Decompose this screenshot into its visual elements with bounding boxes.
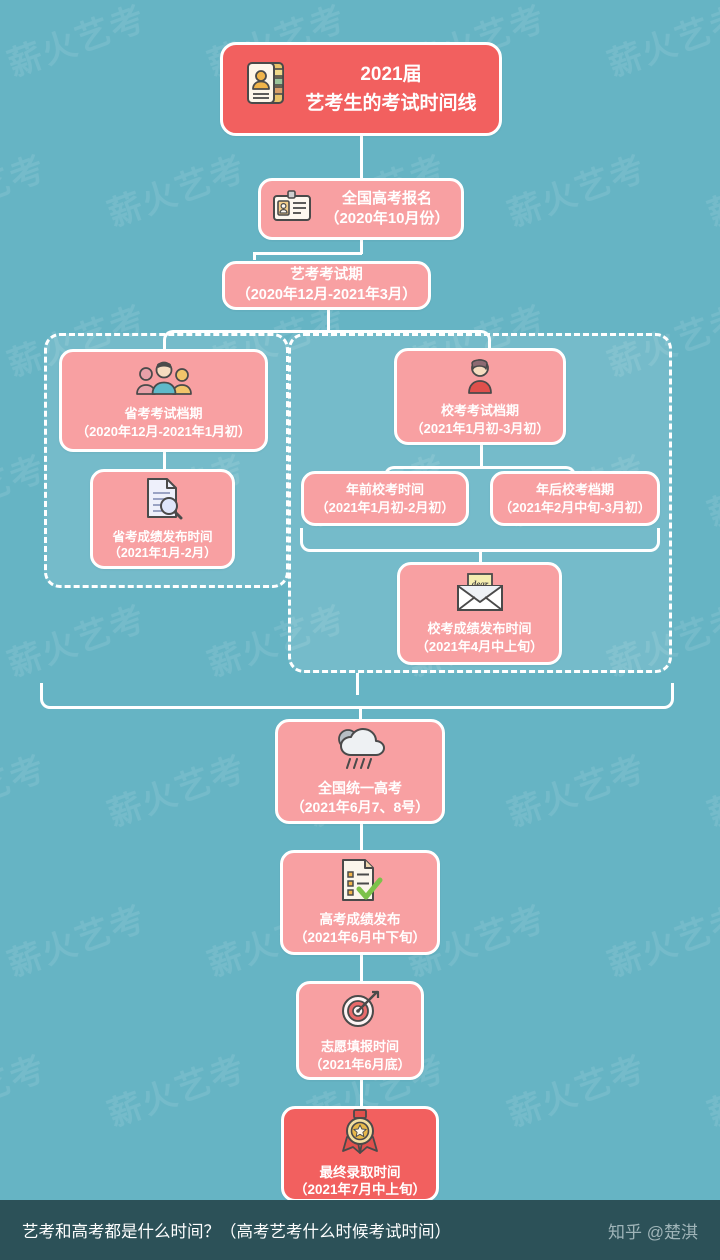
node-gaokao-result-subtitle: （2021年6月中下旬）	[293, 929, 427, 945]
connector-school-group-down	[356, 673, 359, 695]
node-province-exam: 省考考试档期 （2020年12月-2021年1月初）	[59, 349, 268, 452]
caption-question: 艺考和高考都是什么时间？（高考艺考什么时候考试时间）	[22, 1223, 451, 1241]
id-card-icon	[272, 190, 312, 228]
node-province-result-subtitle: （2021年1月-2月）	[108, 546, 217, 561]
connector-province-exam-result	[163, 452, 166, 469]
connector-into-art-period	[253, 252, 256, 260]
node-school-exam-title: 校考考试档期	[440, 403, 519, 419]
connector-groups-merge	[40, 683, 674, 709]
node-school-exam: 校考考试档期 （2021年1月初-3月初）	[394, 348, 566, 445]
connector-merge-to-gaokao	[358, 707, 362, 721]
node-admission: 最终录取时间 （2021年7月中上旬）	[281, 1106, 439, 1202]
connector-result-application	[359, 955, 363, 981]
connector-gaokao-result	[359, 824, 363, 850]
header-subtitle: 艺考生的考试时间线	[305, 92, 477, 114]
node-admission-subtitle: （2021年7月中上旬）	[293, 1182, 427, 1198]
connector-branch-split	[163, 330, 491, 356]
header-card: 2021届 艺考生的考试时间线	[220, 42, 502, 136]
connector-registration-down	[359, 240, 363, 254]
connector-school-exam-down	[479, 445, 483, 468]
node-registration-subtitle: （2020年10月份）	[324, 210, 450, 227]
node-province-exam-subtitle: （2020年12月-2021年1月初）	[76, 423, 251, 439]
node-gaokao-result-title: 高考成绩发布	[319, 912, 401, 928]
node-gaokao-result: 高考成绩发布 （2021年6月中下旬）	[280, 850, 440, 955]
node-art-exam-period-title: 艺考考试期	[290, 267, 363, 284]
caption-bar: 艺考和高考都是什么时间？（高考艺考什么时候考试时间） 知乎 @楚淇	[0, 1200, 720, 1260]
caption-attribution: 知乎 @楚淇	[608, 1222, 698, 1242]
node-province-result: 省考成绩发布时间 （2021年1月-2月）	[90, 469, 235, 569]
node-school-after-newyear: 年后校考档期 （2021年2月中旬-3月初）	[490, 471, 660, 526]
student-person-icon	[463, 356, 497, 398]
header-title: 2021届	[360, 64, 422, 86]
node-gaokao-title: 全国统一高考	[318, 780, 402, 797]
node-art-exam-period: 艺考考试期 （2020年12月-2021年3月）	[222, 261, 431, 310]
checklist-icon	[337, 858, 383, 907]
node-application: 志愿填报时间 （2021年6月底）	[296, 981, 424, 1080]
node-school-before-newyear-subtitle: （2021年1月初-2月初）	[315, 499, 455, 515]
node-school-after-newyear-title: 年后校考档期	[535, 482, 614, 498]
connector-registration-across	[253, 252, 362, 255]
document-search-icon	[142, 476, 184, 525]
node-province-exam-title: 省考考试档期	[124, 406, 203, 422]
envelope-letter-icon: dear	[455, 572, 505, 616]
node-school-result-title: 校考成绩发布时间	[427, 621, 532, 637]
node-gaokao: 全国统一高考 （2021年6月7、8号）	[275, 719, 445, 824]
node-school-after-newyear-subtitle: （2021年2月中旬-3月初）	[499, 499, 651, 515]
node-gaokao-subtitle: （2021年6月7、8号）	[290, 798, 430, 815]
connector-art-period-down	[326, 310, 330, 332]
node-province-result-title: 省考成绩发布时间	[112, 529, 213, 544]
students-group-icon	[133, 361, 195, 401]
node-school-before-newyear: 年前校考时间 （2021年1月初-2月初）	[301, 471, 469, 526]
node-registration-title: 全国高考报名	[341, 190, 432, 208]
connector-application-admission	[359, 1080, 363, 1106]
connector-school-merge-down	[478, 550, 482, 562]
node-school-result: dear 校考成绩发布时间 （2021年4月中上旬）	[397, 562, 562, 665]
node-school-before-newyear-title: 年前校考时间	[345, 482, 424, 498]
rain-cloud-icon	[331, 727, 389, 775]
award-medal-icon	[337, 1108, 383, 1160]
node-school-exam-subtitle: （2021年1月初-3月初）	[410, 420, 550, 436]
node-art-exam-period-subtitle: （2020年12月-2021年3月）	[236, 286, 417, 303]
svg-text:dear: dear	[471, 579, 488, 589]
target-dart-icon	[338, 988, 382, 1034]
node-application-title: 志愿填报时间	[320, 1039, 399, 1055]
node-registration: 全国高考报名 （2020年10月份）	[258, 178, 464, 240]
node-admission-title: 最终录取时间	[319, 1164, 401, 1180]
node-application-subtitle: （2021年6月底）	[309, 1056, 411, 1072]
connector-header-registration	[359, 136, 363, 178]
node-school-result-subtitle: （2021年4月中上旬）	[415, 638, 544, 654]
contact-card-icon	[245, 60, 287, 113]
connector-school-merge	[300, 528, 660, 552]
